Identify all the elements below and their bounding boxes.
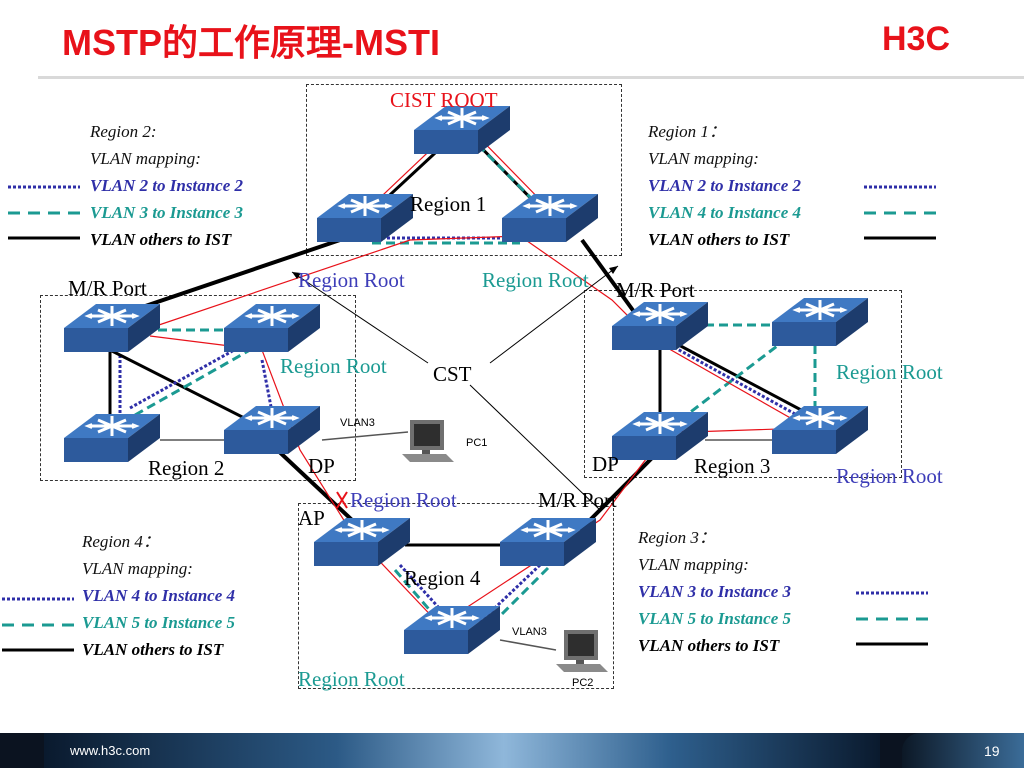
mr-port-label-r2: M/R Port bbox=[68, 276, 147, 300]
page-number: 19 bbox=[984, 743, 1000, 759]
cst-label: CST bbox=[433, 362, 472, 386]
switch-region4-left bbox=[312, 516, 412, 568]
region-root-label-r4-top: Region Root bbox=[350, 488, 457, 512]
legend-region2-line1: VLAN 2 to Instance 2 bbox=[90, 176, 244, 195]
region-root-label-r3-teal: Region Root bbox=[836, 360, 943, 384]
ap-label: AP bbox=[298, 506, 325, 530]
legend-region1: Region 1： VLAN mapping: VLAN 2 to Instan… bbox=[648, 118, 801, 253]
switch-region2-topright bbox=[222, 302, 322, 354]
legend-region2-swatches bbox=[8, 185, 80, 240]
legend-region1-swatches bbox=[864, 185, 936, 240]
legend-region3-line3: VLAN others to IST bbox=[638, 636, 780, 655]
switch-region4-bottom bbox=[402, 604, 502, 656]
cist-root-label: CIST ROOT bbox=[390, 88, 498, 112]
legend-region4-title: Region 4： bbox=[82, 532, 160, 551]
legend-region4-line3: VLAN others to IST bbox=[82, 640, 224, 659]
switch-region1-right bbox=[500, 192, 600, 244]
pc1-label: PC1 bbox=[466, 437, 488, 449]
legend-region1-line3: VLAN others to IST bbox=[648, 230, 790, 249]
switch-region3-topleft bbox=[610, 300, 710, 352]
footer-band bbox=[44, 733, 880, 768]
page-title: MSTP的工作原理-MSTI bbox=[62, 22, 440, 63]
legend-region3-line2: VLAN 5 to Instance 5 bbox=[638, 609, 792, 628]
switch-region3-bottomleft bbox=[610, 410, 710, 462]
region-root-label-r1-right: Region Root bbox=[482, 268, 589, 292]
legend-region3-title: Region 3： bbox=[638, 528, 716, 547]
legend-region1-line1: VLAN 2 to Instance 2 bbox=[648, 176, 802, 195]
footer-page-tab bbox=[902, 733, 1024, 768]
legend-region4-line2: VLAN 5 to Instance 5 bbox=[82, 613, 236, 632]
region1-box bbox=[306, 84, 622, 256]
legend-region4-line1: VLAN 4 to Instance 4 bbox=[82, 586, 236, 605]
switch-region2-topleft bbox=[62, 302, 162, 354]
switch-region3-topright bbox=[770, 296, 870, 348]
region-root-label-r2: Region Root bbox=[280, 354, 387, 378]
legend-region3-swatches bbox=[856, 591, 928, 646]
footer-url[interactable]: www.h3c.com bbox=[70, 743, 151, 758]
pc2-label: PC2 bbox=[572, 677, 594, 689]
legend-region2-mapping: VLAN mapping: bbox=[90, 149, 201, 168]
pc2-icon bbox=[556, 630, 608, 672]
region4-box bbox=[298, 503, 614, 689]
network-diagram bbox=[62, 104, 870, 672]
legend-region2-line3: VLAN others to IST bbox=[90, 230, 232, 249]
region4-label: Region 4 bbox=[404, 566, 481, 590]
mr-port-label-r4: M/R Port bbox=[538, 488, 617, 512]
mr-port-label-r3: M/R Port bbox=[616, 278, 695, 302]
region-root-label-r3-blue: Region Root bbox=[836, 464, 943, 488]
switch-region3-bottomright bbox=[770, 404, 870, 456]
legend-region2: Region 2: VLAN mapping: VLAN 2 to Instan… bbox=[90, 118, 243, 253]
region1-label: Region 1 bbox=[410, 192, 487, 216]
logo-text: H3C bbox=[882, 22, 950, 56]
legend-region4-mapping: VLAN mapping: bbox=[82, 559, 193, 578]
region3-label: Region 3 bbox=[694, 454, 771, 478]
legend-region1-title: Region 1： bbox=[648, 122, 726, 141]
switch-cist-root bbox=[412, 104, 512, 156]
switch-region4-right bbox=[498, 516, 598, 568]
legend-region1-line2: VLAN 4 to Instance 4 bbox=[648, 203, 802, 222]
region-root-label-r4-bottom: Region Root bbox=[298, 667, 405, 691]
legend-region2-line2: VLAN 3 to Instance 3 bbox=[90, 203, 244, 222]
region2-label: Region 2 bbox=[148, 456, 225, 480]
switch-region2-bottomright bbox=[222, 404, 322, 456]
region3-box bbox=[584, 290, 902, 478]
title-divider bbox=[38, 76, 1024, 79]
dp-label-r3: DP bbox=[592, 452, 619, 476]
region-root-label-r1-left: Region Root bbox=[298, 268, 405, 292]
switch-region2-bottomleft bbox=[62, 412, 162, 464]
vlan3-label-pc2: VLAN3 bbox=[512, 626, 547, 638]
legend-region4: Region 4： VLAN mapping: VLAN 4 to Instan… bbox=[82, 528, 235, 663]
h3c-logo: H3C bbox=[882, 20, 1002, 61]
region2-box bbox=[40, 295, 356, 481]
dp-label-r2: DP bbox=[308, 454, 335, 478]
legend-region3-line1: VLAN 3 to Instance 3 bbox=[638, 582, 792, 601]
pc1-icon bbox=[402, 420, 454, 462]
legend-region1-mapping: VLAN mapping: bbox=[648, 149, 759, 168]
legend-region2-title: Region 2: bbox=[90, 122, 157, 141]
legend-region4-swatches bbox=[2, 597, 74, 652]
vlan3-label-pc1: VLAN3 bbox=[340, 417, 375, 429]
legend-region3: Region 3： VLAN mapping: VLAN 3 to Instan… bbox=[638, 524, 791, 659]
switch-region1-left bbox=[315, 192, 415, 244]
legend-region3-mapping: VLAN mapping: bbox=[638, 555, 749, 574]
